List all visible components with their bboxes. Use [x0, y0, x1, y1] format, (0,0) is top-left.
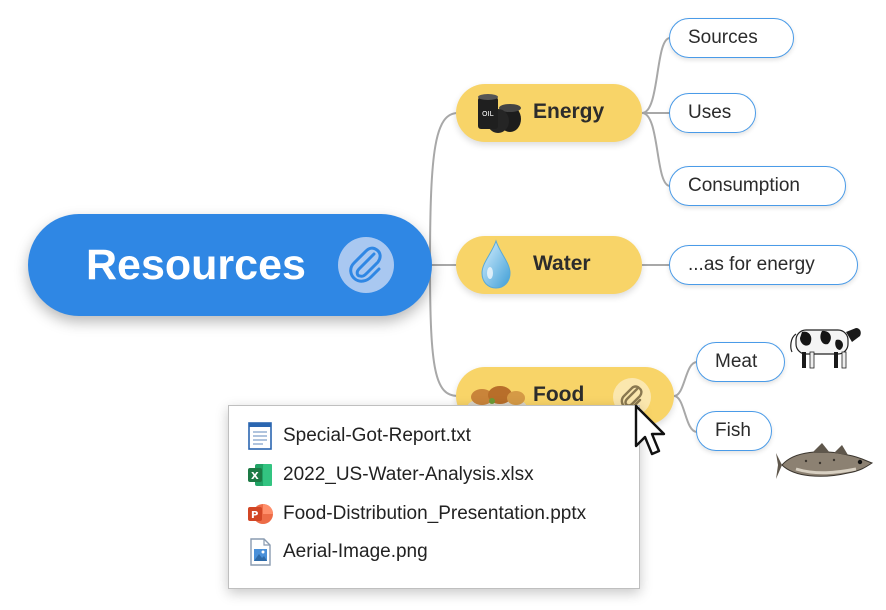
attachment-name: Aerial-Image.png — [283, 541, 428, 562]
attachment-item-txt[interactable]: Special-Got-Report.txt — [243, 419, 628, 453]
attachment-item-pptx[interactable]: P Food-Distribution_Presentation.pptx — [243, 497, 628, 531]
excel-file-icon: X — [247, 461, 273, 489]
branch-label-energy: Energy — [533, 100, 605, 123]
attachment-item-png[interactable]: Aerial-Image.png — [243, 535, 628, 569]
subtopic-label: Meat — [715, 351, 758, 372]
attachment-name: 2022_US-Water-Analysis.xlsx — [283, 464, 534, 485]
subtopic-sources[interactable]: Sources — [669, 18, 794, 58]
powerpoint-file-icon: P — [247, 500, 273, 528]
root-topic-resources[interactable]: Resources — [28, 214, 432, 316]
connector-food-fish — [673, 395, 698, 433]
branch-label-food: Food — [533, 383, 585, 406]
subtopic-as-for-energy[interactable]: ...as for energy — [669, 245, 858, 285]
branch-topic-energy[interactable]: OIL Energy — [456, 84, 642, 142]
attachment-name: Special-Got-Report.txt — [283, 425, 471, 446]
fish-image — [776, 441, 880, 492]
subtopic-label: ...as for energy — [688, 254, 815, 275]
connector-energy-consumption — [641, 112, 671, 187]
connector-root-food — [429, 264, 459, 397]
svg-text:OIL: OIL — [482, 110, 494, 118]
root-topic-label: Resources — [86, 241, 306, 289]
attachments-menu: Special-Got-Report.txt X 2022_US-Water-A… — [228, 405, 640, 589]
subtopic-label: Fish — [715, 420, 751, 441]
subtopic-uses[interactable]: Uses — [669, 93, 756, 133]
connector-root-energy — [429, 112, 459, 266]
svg-text:P: P — [251, 510, 258, 521]
subtopic-fish[interactable]: Fish — [696, 411, 772, 451]
subtopic-label: Consumption — [688, 175, 800, 196]
subtopic-consumption[interactable]: Consumption — [669, 166, 846, 206]
paperclip-icon[interactable] — [338, 237, 394, 293]
attachment-name: Food-Distribution_Presentation.pptx — [283, 503, 587, 524]
attachment-item-xlsx[interactable]: X 2022_US-Water-Analysis.xlsx — [243, 458, 628, 492]
branch-topic-water[interactable]: Water — [456, 236, 642, 294]
branch-label-water: Water — [533, 252, 591, 275]
connector-food-meat — [673, 361, 698, 397]
subtopic-label: Uses — [688, 102, 732, 123]
subtopic-meat[interactable]: Meat — [696, 342, 785, 382]
mouse-pointer-icon — [630, 402, 670, 460]
text-file-icon — [247, 422, 273, 450]
oil-barrels-icon: OIL — [470, 91, 526, 140]
connector-energy-sources — [641, 37, 671, 114]
subtopic-label: Sources — [688, 27, 758, 48]
cow-image — [788, 316, 864, 377]
image-file-icon — [247, 538, 273, 566]
svg-text:X: X — [251, 471, 259, 482]
water-drop-icon — [478, 239, 514, 296]
